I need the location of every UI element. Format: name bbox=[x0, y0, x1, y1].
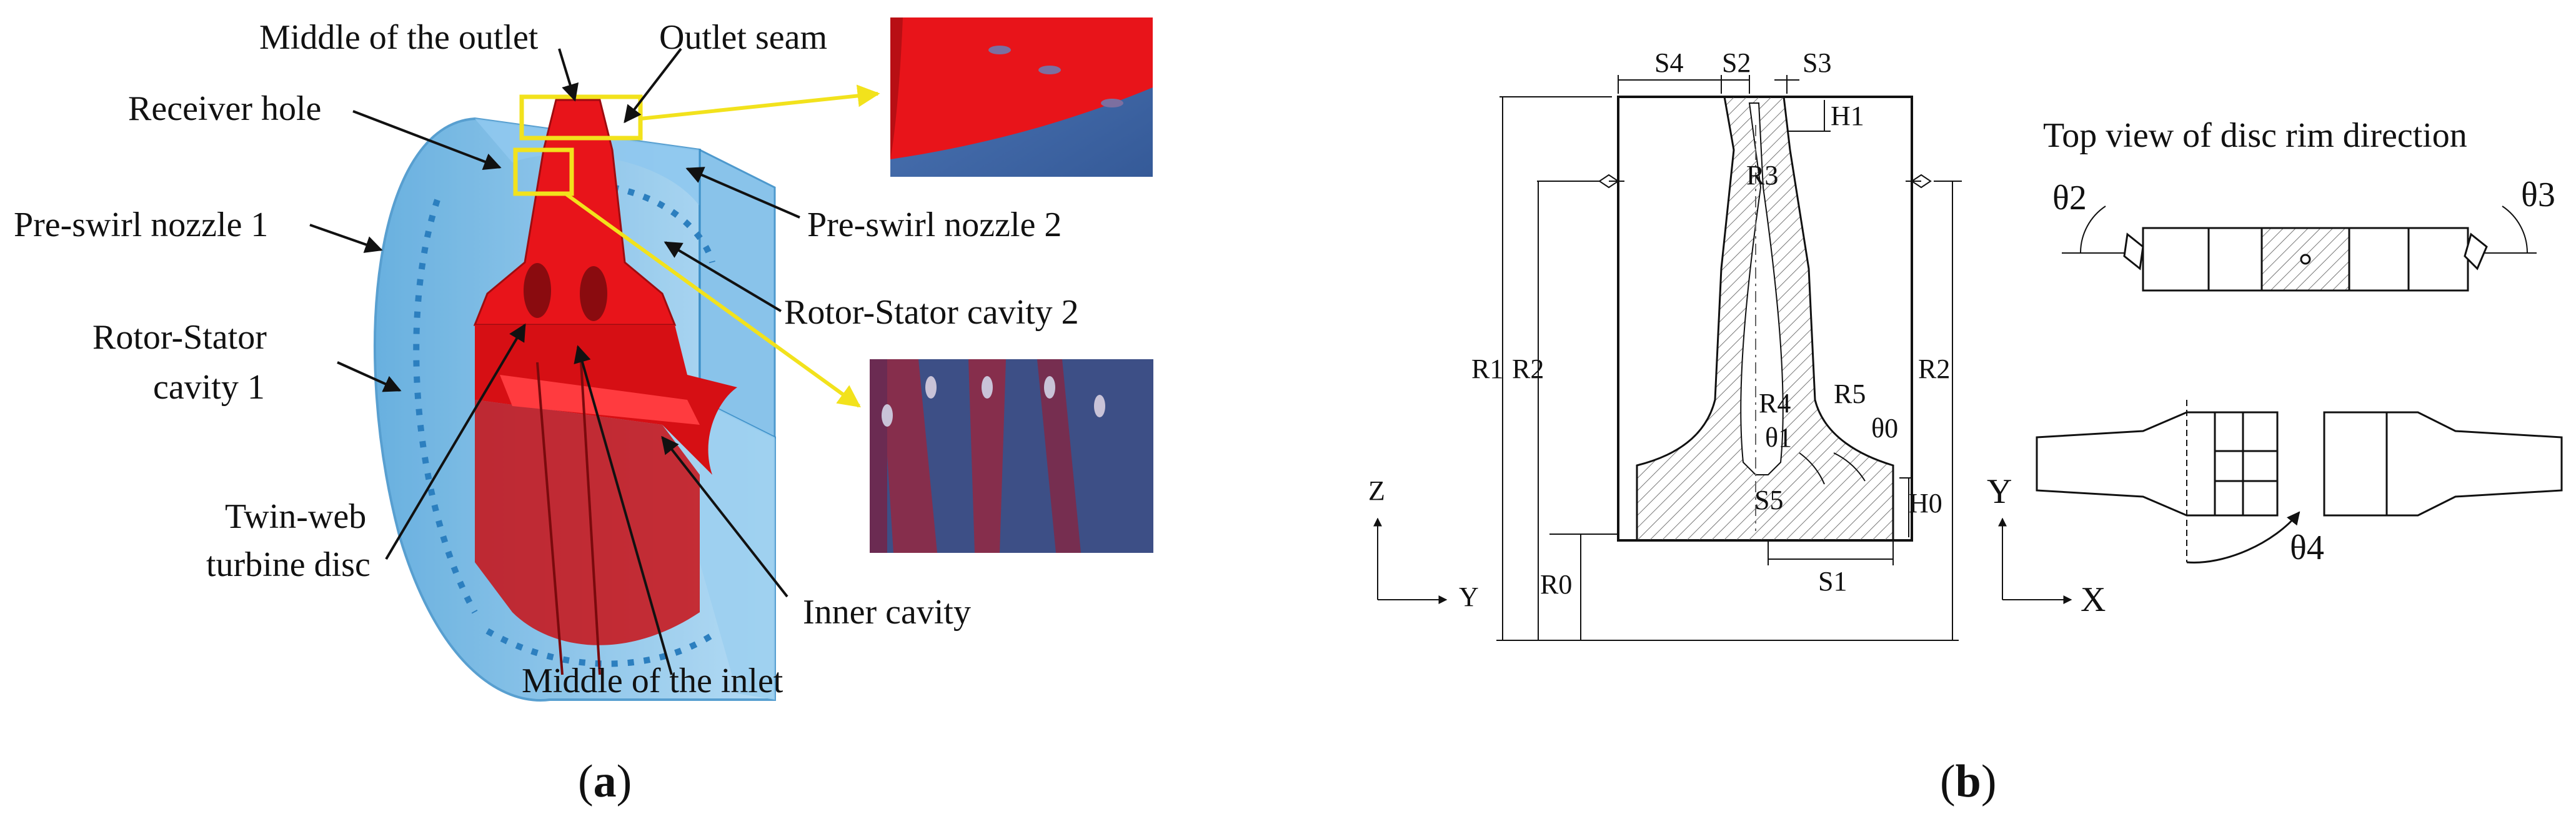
label-middle-of-outlet: Middle of the outlet bbox=[259, 18, 539, 57]
dim-R0: R0 bbox=[1540, 569, 1572, 600]
label-receiver-hole: Receiver hole bbox=[128, 89, 321, 128]
panel-a: Middle of the outlet Outlet seam Receive… bbox=[14, 17, 1153, 807]
dim-H1: H1 bbox=[1831, 101, 1864, 131]
dim-S5: S5 bbox=[1754, 485, 1783, 515]
label-preswirl-nozzle-2: Pre-swirl nozzle 2 bbox=[807, 206, 1062, 244]
dim-theta0: θ0 bbox=[1871, 413, 1898, 444]
axis-label-x: X bbox=[2081, 580, 2106, 619]
label-rotor-stator-cavity-1-line2: cavity 1 bbox=[153, 368, 265, 407]
dim-R1: R1 bbox=[1471, 354, 1503, 384]
panel-b: S4 S2 S3 H1 R3 R1 R2 R2 R4 R5 θ1 θ0 S5 H… bbox=[1368, 47, 2563, 807]
top-view-drawing bbox=[2062, 206, 2537, 292]
dim-R2-left: R2 bbox=[1512, 354, 1544, 384]
dim-theta1: θ1 bbox=[1765, 422, 1792, 453]
dim-R3: R3 bbox=[1746, 160, 1778, 191]
leader-lines-a bbox=[309, 47, 800, 675]
axis-label-z: Z bbox=[1368, 475, 1385, 506]
axis-label-y-right: Y bbox=[1987, 472, 2012, 511]
label-twin-web-line1: Twin-web bbox=[225, 497, 366, 536]
inset-outlet-zoom bbox=[890, 17, 1153, 177]
label-twin-web-line2: turbine disc bbox=[206, 545, 370, 584]
axes-yx bbox=[1998, 517, 2072, 604]
axis-label-y-left: Y bbox=[1459, 582, 1479, 612]
twin-web-disc-render bbox=[473, 99, 737, 675]
label-middle-of-inlet: Middle of the inlet bbox=[522, 662, 783, 700]
dim-H0: H0 bbox=[1909, 488, 1942, 519]
side-view-drawing bbox=[2036, 400, 2563, 563]
disc-cross-section-drawing bbox=[1598, 96, 1932, 542]
angle-theta2: θ2 bbox=[2052, 179, 2087, 217]
dim-S1: S1 bbox=[1818, 566, 1847, 597]
inset-receiver-zoom bbox=[870, 359, 1153, 553]
axes-zy bbox=[1373, 517, 1448, 604]
dim-R2-right: R2 bbox=[1918, 354, 1950, 384]
label-preswirl-nozzle-1: Pre-swirl nozzle 1 bbox=[14, 206, 268, 244]
angle-theta3: θ3 bbox=[2521, 176, 2555, 214]
receiver-callout-line bbox=[564, 192, 861, 408]
dim-S2: S2 bbox=[1722, 47, 1751, 78]
label-rotor-stator-cavity-1-line1: Rotor-Stator bbox=[92, 318, 267, 357]
dimension-lines bbox=[1496, 75, 1962, 641]
angle-theta4: θ4 bbox=[2290, 529, 2324, 567]
label-rotor-stator-cavity-2: Rotor-Stator cavity 2 bbox=[784, 293, 1079, 332]
dim-S4: S4 bbox=[1654, 47, 1683, 78]
caption-a: (a) bbox=[578, 756, 632, 807]
dim-R4: R4 bbox=[1759, 388, 1791, 419]
top-view-title: Top view of disc rim direction bbox=[2043, 116, 2467, 155]
dim-R5: R5 bbox=[1834, 379, 1866, 409]
label-inner-cavity: Inner cavity bbox=[803, 593, 971, 632]
label-outlet-seam: Outlet seam bbox=[659, 18, 827, 57]
receiver-callout-box bbox=[513, 147, 574, 196]
dim-S3: S3 bbox=[1803, 47, 1831, 78]
caption-b: (b) bbox=[1940, 756, 1996, 807]
outlet-callout-line bbox=[640, 84, 880, 121]
